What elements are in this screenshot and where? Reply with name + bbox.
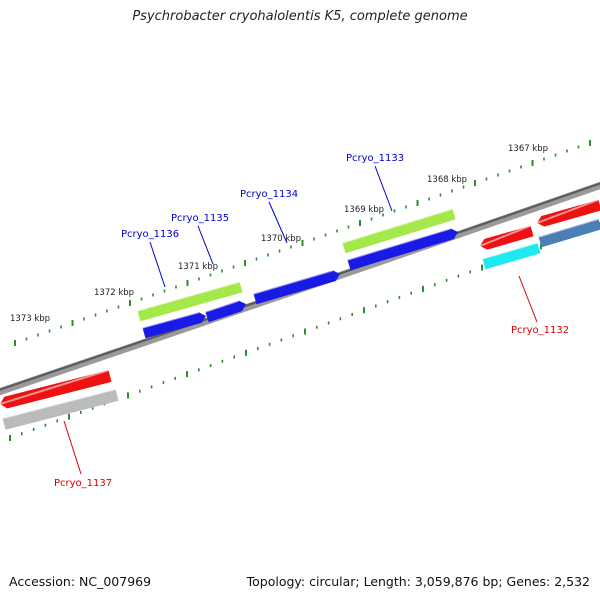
gene-feature	[538, 217, 600, 248]
accession-text: Accession: NC_007969	[9, 574, 152, 589]
gene-feature-highlight	[2, 388, 116, 420]
gene-feature-body	[253, 270, 340, 305]
topology-summary: Topology: circular; Length: 3,059,876 bp…	[246, 574, 590, 589]
gene-label: Pcryo_1133	[346, 153, 404, 164]
gene-feature	[536, 198, 600, 227]
callout-line	[374, 165, 393, 212]
scale-labels: 1373 kbp 1372 kbp 1371 kbp 1370 kbp 1369 kbp…	[10, 144, 548, 324]
gene-feature-highlight	[253, 269, 333, 295]
callout-line	[149, 241, 166, 288]
gene-feature	[0, 369, 112, 409]
gene-feature	[137, 280, 243, 322]
gene-feature	[482, 241, 541, 270]
scale-label: 1371 kbp	[178, 262, 218, 272]
gene-feature-highlight	[137, 280, 240, 312]
gene-feature-highlight	[142, 311, 200, 329]
scale-label: 1369 kbp	[344, 205, 384, 215]
gene-feature-highlight	[479, 224, 531, 247]
gene-feature	[204, 299, 246, 323]
gene-feature	[479, 224, 534, 250]
callout-line	[197, 225, 214, 265]
scale-label: 1368 kbp	[427, 175, 467, 185]
scale-label: 1372 kbp	[94, 288, 134, 298]
gene-feature-body	[2, 389, 119, 430]
scale-label: 1367 kbp	[508, 144, 548, 154]
gene-feature	[342, 207, 456, 254]
feature-track	[0, 198, 600, 430]
map-title: Psychrobacter cryohalolentis K5, complet…	[132, 9, 468, 24]
gene-feature	[347, 227, 458, 271]
gene-feature-highlight	[482, 241, 538, 260]
gene-feature-body	[538, 218, 600, 248]
gene-feature-body	[537, 199, 600, 227]
gene-feature-body	[482, 242, 541, 270]
gene-feature-highlight	[538, 217, 599, 238]
gene-label: Pcryo_1135	[171, 213, 229, 224]
gene-feature-highlight	[347, 227, 451, 261]
gene-feature-highlight	[342, 207, 453, 244]
gene-feature-body	[142, 312, 206, 339]
gene-feature-body	[347, 228, 458, 271]
scale-label: 1370 kbp	[261, 234, 301, 244]
gene-label: Pcryo_1137	[54, 478, 112, 489]
gene-label: Pcryo_1136	[121, 229, 179, 240]
gene-feature-body	[0, 370, 112, 409]
gene-feature-body	[205, 300, 246, 323]
scale-label: 1373 kbp	[10, 314, 50, 324]
gene-feature	[2, 388, 119, 430]
gene-feature-highlight	[0, 369, 109, 405]
gene-feature-body	[342, 208, 456, 254]
gene-feature-highlight	[536, 198, 599, 224]
outer-tick-track	[14, 140, 591, 346]
gene-feature-body	[480, 225, 534, 250]
gene-label: Pcryo_1134	[240, 189, 298, 200]
callout-line	[518, 275, 538, 323]
gene-feature	[142, 311, 206, 339]
gene-feature-body	[137, 281, 243, 322]
gene-feature	[253, 269, 340, 305]
callout-line	[268, 201, 288, 244]
gene-feature-highlight	[204, 299, 239, 313]
gene-label: Pcryo_1132	[511, 325, 569, 336]
callout-line	[63, 420, 82, 475]
gene-callouts: Pcryo_1133Pcryo_1134Pcryo_1135Pcryo_1136…	[54, 153, 569, 489]
